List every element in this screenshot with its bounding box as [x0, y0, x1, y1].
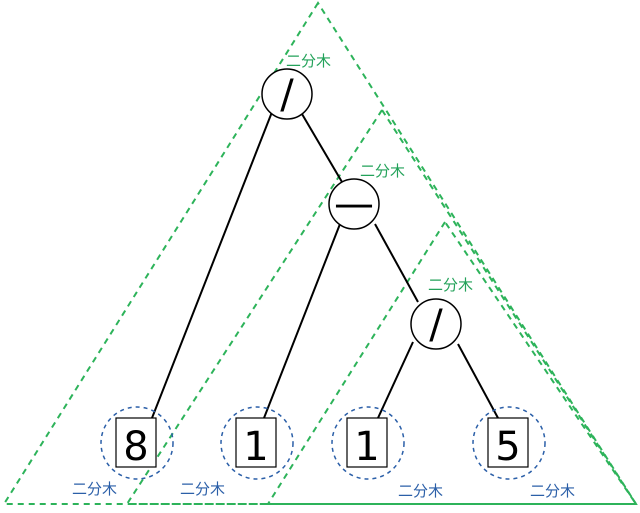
subtree-triangle-root: [2, 1, 638, 505]
edge-inner-div-to-1b: [377, 341, 414, 419]
subtree-label-root: 二分木: [286, 52, 331, 70]
edge-minus-to-inner-div: [374, 223, 419, 303]
leaf-label-5: 二分木: [530, 482, 575, 500]
leaf-label-8: 二分木: [72, 480, 117, 498]
leaf-node-5: 5: [472, 406, 546, 480]
edge-root-to-minus: [301, 113, 343, 183]
edge-minus-to-1a: [263, 223, 341, 419]
leaf-value: 1: [243, 424, 268, 470]
subtree-triangle-minus: [125, 108, 638, 505]
subtree-label-minus: 二分木: [360, 162, 405, 180]
leaf-label-1a: 二分木: [180, 480, 225, 498]
leaf-node-1a: 1: [220, 406, 294, 480]
leaf-value: 5: [495, 424, 520, 470]
operator-node-root: /: [261, 68, 313, 120]
subtree-triangle-inner-div: [266, 220, 638, 505]
tree-edges: [151, 111, 499, 419]
operator-symbol: /: [280, 72, 294, 118]
edge-root-to-8: [151, 111, 273, 419]
subtree-label-inner-div: 二分木: [428, 276, 473, 294]
leaf-value: 8: [123, 424, 148, 470]
leaf-label-1b: 二分木: [398, 482, 443, 500]
leaf-node-8: 8: [100, 406, 174, 480]
operator-symbol: —: [334, 181, 374, 227]
leaf-value: 1: [354, 424, 379, 470]
operator-node-minus: —: [328, 178, 380, 230]
operator-symbol: /: [429, 302, 443, 348]
edge-inner-div-to-5: [457, 343, 499, 419]
operator-node-inner-div: /: [410, 298, 462, 350]
leaf-node-1b: 1: [331, 406, 405, 480]
